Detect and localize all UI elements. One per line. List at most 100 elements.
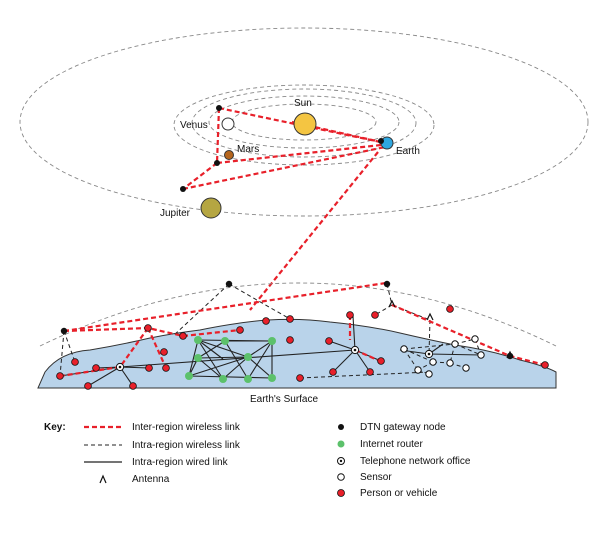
wired-link xyxy=(119,366,150,369)
orbit-outer xyxy=(19,27,589,217)
telephone-office-icon xyxy=(424,349,434,359)
inter-region-link-venus-mars xyxy=(215,107,221,164)
router-node xyxy=(268,337,276,345)
legend-inter-region-label: Inter-region wireless link xyxy=(132,422,241,433)
wired-link xyxy=(428,353,482,356)
orbit-earth xyxy=(208,95,400,149)
person-node xyxy=(286,315,294,323)
jupiter-label: Jupiter xyxy=(160,208,191,219)
sensor-node-icon xyxy=(337,473,345,481)
telephone-office-icon xyxy=(115,362,125,372)
inter-region-link-mars-earth xyxy=(216,142,391,165)
earth-label: Earth xyxy=(396,146,420,157)
intra-wireless-link xyxy=(228,283,291,320)
person-node xyxy=(346,311,354,319)
router-node-icon xyxy=(337,440,345,448)
person-node xyxy=(160,348,168,356)
mars-icon xyxy=(224,150,234,160)
antenna-icon xyxy=(426,312,434,321)
earth-surface-label: Earth's Surface xyxy=(250,394,318,405)
atmosphere-arc xyxy=(39,282,557,347)
person-node xyxy=(179,332,187,340)
wired-link xyxy=(188,375,273,379)
sensor-node xyxy=(471,335,479,343)
person-node xyxy=(162,364,170,372)
router-node xyxy=(221,337,229,345)
intra-wireless-link xyxy=(59,330,65,377)
sensor-node xyxy=(425,370,433,378)
telephone-offices xyxy=(115,345,434,372)
jupiter-icon xyxy=(200,197,222,219)
person-node xyxy=(71,358,79,366)
legend-sensor-label: Sensor xyxy=(360,472,392,483)
legend-gateway-label: DTN gateway node xyxy=(360,422,446,433)
legend-intra-wireless-label: Intra-region wireless link xyxy=(132,440,241,451)
legend-antenna-label: Antenna xyxy=(132,474,170,485)
person-node xyxy=(144,324,152,332)
orbit-jupiter xyxy=(173,84,435,166)
wired-link xyxy=(188,356,249,377)
person-node xyxy=(236,326,244,334)
planets xyxy=(180,105,394,219)
inter-region-link xyxy=(146,327,168,369)
gateway-node-icon xyxy=(338,424,344,430)
person-node xyxy=(371,311,379,319)
router-nodes xyxy=(185,336,276,383)
person-node xyxy=(84,382,92,390)
wired-link xyxy=(87,366,121,387)
sensor-nodes xyxy=(400,335,485,378)
person-node xyxy=(286,336,294,344)
legend-router-label: Internet router xyxy=(360,439,423,450)
antenna-icon xyxy=(99,474,107,484)
person-node xyxy=(366,368,374,376)
router-node xyxy=(268,374,276,382)
sun-icon xyxy=(293,112,317,136)
gateway-node-mars xyxy=(214,160,220,166)
sensor-node xyxy=(446,359,454,367)
wired-link xyxy=(247,356,273,379)
person-vehicle-icon xyxy=(337,489,345,497)
router-node xyxy=(244,353,252,361)
telephone-office-icon xyxy=(337,457,345,465)
person-node xyxy=(145,364,153,372)
legend-title: Key: xyxy=(44,422,66,433)
sensor-node xyxy=(429,358,437,366)
wired-link xyxy=(224,340,249,380)
router-node xyxy=(194,354,202,362)
wired-link xyxy=(119,349,356,368)
inter-region-link xyxy=(182,328,241,338)
planet-labels: Sun Venus Mars Earth Jupiter xyxy=(160,98,420,219)
router-node xyxy=(185,372,193,380)
wired-link xyxy=(197,356,249,359)
antenna-icon xyxy=(388,299,396,308)
gateway-nodes xyxy=(60,280,514,360)
wired-link xyxy=(332,349,356,373)
router-node xyxy=(194,336,202,344)
legend-intra-wired-label: Intra-region wired link xyxy=(132,457,229,468)
sensor-node xyxy=(400,345,408,353)
gateway-node xyxy=(506,352,514,360)
person-node xyxy=(296,374,304,382)
venus-label: Venus xyxy=(180,120,208,131)
person-node xyxy=(329,368,337,376)
inter-region-link xyxy=(63,281,387,333)
mars-label: Mars xyxy=(237,144,259,155)
wired-link xyxy=(197,340,226,359)
inter-region-link-mars-jupiter xyxy=(182,162,218,190)
intra-wireless-link xyxy=(299,371,430,379)
inter-region-link-jupiter-earth xyxy=(182,145,386,191)
person-node xyxy=(262,317,270,325)
inter-region-link-venus-earth xyxy=(218,106,391,146)
sensor-node xyxy=(414,366,422,374)
gateway-node xyxy=(225,280,233,288)
person-node xyxy=(56,372,64,380)
sun-label: Sun xyxy=(294,98,312,109)
legend-person-label: Person or vehicle xyxy=(360,488,438,499)
venus-icon xyxy=(221,117,235,131)
intra-wireless-link xyxy=(454,343,482,356)
gateway-node xyxy=(60,327,68,335)
wired-link xyxy=(188,339,199,377)
legend: Key: Inter-region wireless link Intra-re… xyxy=(44,422,471,499)
wired-link xyxy=(247,340,273,358)
